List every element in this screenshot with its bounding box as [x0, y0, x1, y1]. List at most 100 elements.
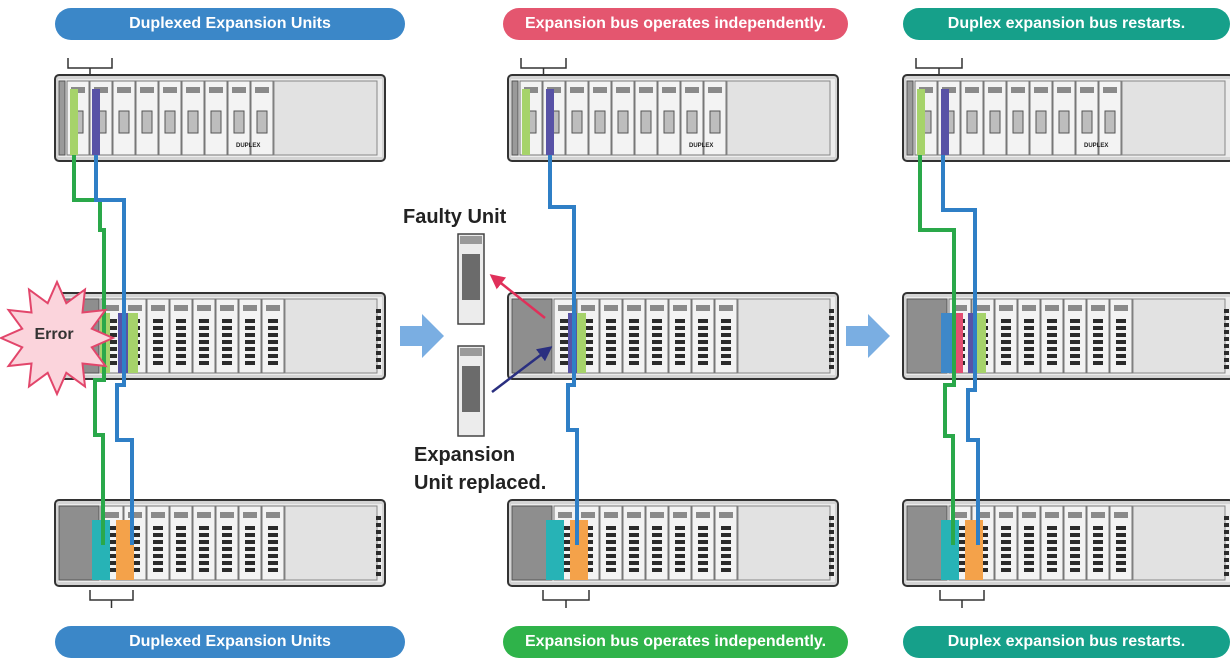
interface-slot-0: [941, 313, 954, 373]
terminal-pin: [268, 347, 278, 351]
terminal-pin: [629, 347, 639, 351]
terminal-pin: [153, 533, 163, 537]
terminal-pin: [675, 540, 685, 544]
terminal-pin: [107, 361, 117, 365]
error-burst: [0, 279, 116, 397]
module-port: [1104, 110, 1116, 134]
module-indicator: [719, 305, 733, 311]
terminal-pin: [652, 354, 662, 358]
terminal-pin: [222, 547, 232, 551]
terminal-pin: [1047, 361, 1057, 365]
terminal-pin: [629, 326, 639, 330]
terminal-pin: [1070, 361, 1080, 365]
module-indicator: [128, 512, 142, 518]
interface-slot-1: [570, 520, 588, 580]
label-bus-restarts-top: Duplex expansion bus restarts.: [903, 8, 1230, 40]
duplex-badge: DUPLEX: [1084, 143, 1108, 149]
terminal-pin: [176, 354, 186, 358]
module-port: [1081, 110, 1093, 134]
terminal-pin: [606, 319, 616, 323]
module-indicator: [1045, 512, 1059, 518]
terminal-pin: [698, 547, 708, 551]
terminal-pin: [1024, 340, 1034, 344]
interface-slot-0: [546, 520, 564, 580]
end-connector-pin: [1224, 544, 1229, 548]
terminal-pin: [1024, 561, 1034, 565]
rack-empty-slots: [1132, 298, 1226, 374]
terminal-pin: [245, 526, 255, 530]
bracket-line: [915, 58, 963, 69]
terminal-pin: [560, 540, 570, 544]
terminal-pin: [268, 333, 278, 337]
module-indicator: [94, 87, 108, 93]
module-indicator: [1103, 87, 1117, 93]
terminal-pin: [153, 554, 163, 558]
removal-arrow: [489, 274, 546, 319]
terminal-pin: [1070, 561, 1080, 565]
terminal-pin: [176, 340, 186, 344]
unit-face: [462, 366, 480, 412]
end-connector-pin: [376, 516, 381, 520]
terminal-pin: [176, 361, 186, 365]
terminal-pin: [1093, 361, 1103, 365]
module-port: [141, 110, 153, 134]
terminal-pin: [629, 554, 639, 558]
bracket-line: [67, 58, 113, 69]
rack-empty-slots: [726, 80, 831, 156]
terminal-pin: [675, 361, 685, 365]
duplex-badge: DUPLEX: [236, 143, 260, 149]
terminal-pin: [1116, 540, 1126, 544]
terminal-pin: [652, 347, 662, 351]
terminal-pin: [130, 540, 140, 544]
terminal-pin: [245, 554, 255, 558]
terminal-pin: [107, 547, 117, 551]
end-connector-pin: [1224, 358, 1229, 362]
interface-slot-1: [577, 313, 586, 373]
center-cpu-rack: DUPLEX: [507, 74, 839, 162]
module-port: [256, 110, 268, 134]
terminal-pin: [721, 554, 731, 558]
flow-arrow-2: [846, 314, 890, 358]
module-indicator: [685, 87, 699, 93]
terminal-pin: [721, 540, 731, 544]
terminal-pin: [606, 561, 616, 565]
end-connector-pin: [1224, 351, 1229, 355]
duplex-badge: DUPLEX: [689, 143, 713, 149]
module-indicator: [1114, 305, 1128, 311]
end-connector-pin: [829, 323, 834, 327]
module-port: [233, 110, 245, 134]
terminal-pin: [1047, 561, 1057, 565]
terminal-pin: [583, 354, 593, 358]
terminal-pin: [698, 554, 708, 558]
module-indicator: [151, 305, 165, 311]
terminal-pin: [1093, 326, 1103, 330]
terminal-pin: [107, 347, 117, 351]
module-indicator: [163, 87, 177, 93]
terminal-pin: [721, 319, 731, 323]
terminal-pin: [1001, 326, 1011, 330]
terminal-pin: [629, 361, 639, 365]
terminal-pin: [560, 319, 570, 323]
terminal-pin: [245, 354, 255, 358]
terminal-pin: [652, 554, 662, 558]
module-indicator: [128, 305, 142, 311]
terminal-pin: [652, 547, 662, 551]
terminal-pin: [698, 319, 708, 323]
terminal-pin: [1070, 554, 1080, 558]
terminal-pin: [675, 561, 685, 565]
module-indicator: [919, 87, 933, 93]
terminal-pin: [1093, 533, 1103, 537]
end-connector-pin: [829, 358, 834, 362]
terminal-pin: [698, 561, 708, 565]
terminal-pin: [268, 361, 278, 365]
end-connector-pin: [376, 565, 381, 569]
module-indicator: [117, 87, 131, 93]
end-connector-pin: [1224, 565, 1229, 569]
bracket-bottom-center: [542, 590, 590, 608]
terminal-pin: [176, 326, 186, 330]
terminal-pin: [1024, 354, 1034, 358]
terminal-pin: [107, 333, 117, 337]
module-indicator: [1011, 87, 1025, 93]
terminal-pin: [721, 326, 731, 330]
end-connector-pin: [376, 351, 381, 355]
